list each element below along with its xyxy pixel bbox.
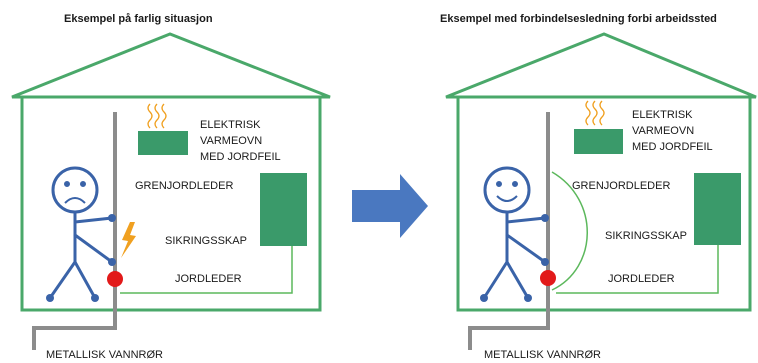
- left-fuse-box: [260, 173, 307, 246]
- right-title: Eksempel med forbindelsesledning forbi a…: [440, 13, 717, 25]
- right-person-happy-face: [496, 181, 518, 202]
- left-ground-wire-label: JORDLEDER: [175, 273, 242, 285]
- left-water-pipe-label: METALLISK VANNRØR: [46, 349, 163, 361]
- left-fault-point: [107, 271, 123, 287]
- left-lightning-icon: [121, 222, 136, 258]
- left-person-joints: [46, 214, 116, 302]
- right-heater-label: ELEKTRISK VARMEOVN MED JORDFEIL: [632, 109, 713, 153]
- left-heater-label: ELEKTRISK VARMEOVN MED JORDFEIL: [200, 119, 281, 163]
- left-pipe-outside: [32, 318, 117, 350]
- right-house-roof: [445, 32, 757, 99]
- left-person-sad-face: [64, 181, 86, 204]
- right-house-wall: [456, 95, 752, 312]
- right-pipe-outside: [468, 318, 550, 350]
- left-heater-box: [138, 131, 188, 155]
- right-water-pipe-label: METALLISK VANNRØR: [484, 349, 601, 361]
- right-fuse-box-label: SIKRINGSSKAP: [605, 230, 687, 242]
- right-branch-ground-label: GRENJORDLEDER: [572, 180, 670, 192]
- left-title: Eksempel på farlig situasjon: [64, 13, 213, 25]
- left-panel: Eksempel på farlig situasjon ELEKTRISK V…: [11, 13, 331, 361]
- left-heat-waves-icon: [147, 103, 167, 129]
- arrow-icon: [352, 174, 428, 238]
- right-ground-wire: [556, 245, 719, 294]
- right-panel: Eksempel med forbindelsesledning forbi a…: [440, 13, 757, 361]
- left-person-figure: [48, 166, 114, 300]
- right-fuse-box: [694, 173, 741, 245]
- left-fuse-box-label: SIKRINGSSKAP: [165, 235, 247, 247]
- right-ground-wire-label: JORDLEDER: [608, 273, 675, 285]
- right-heat-waves-icon: [585, 100, 605, 126]
- left-branch-ground-label: GRENJORDLEDER: [135, 180, 233, 192]
- left-house-wall: [20, 95, 322, 312]
- right-fault-point: [540, 270, 556, 286]
- right-bypass-wire: [551, 171, 588, 291]
- right-person-figure: [482, 166, 547, 300]
- right-person-joints: [480, 214, 549, 302]
- left-ground-wire: [120, 246, 293, 294]
- right-heater-box: [574, 129, 623, 154]
- left-house-roof: [11, 32, 331, 99]
